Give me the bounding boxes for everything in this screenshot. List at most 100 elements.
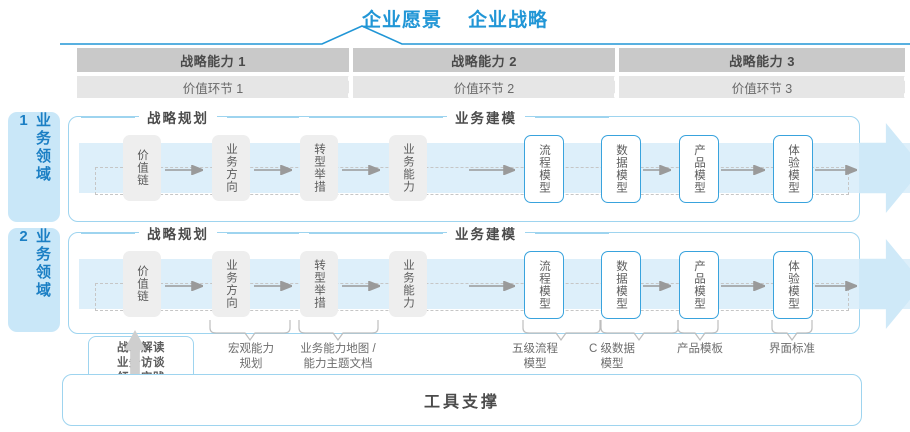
step-box-5-row1[interactable]: 流程模型 [524, 135, 564, 203]
step-box-8-label: 体验模型 [787, 260, 799, 310]
value-band-2-label: 价值环节 2 [453, 81, 515, 96]
note-7: 界面标准 [752, 342, 832, 357]
note-5-line-2: 模型 [600, 358, 624, 370]
group-frame-line-left [81, 117, 135, 119]
group-frame-line-right [227, 117, 299, 119]
step-box-5-label: 流程模型 [538, 144, 550, 194]
note-6: 产品模板 [660, 342, 740, 357]
step-box-4-row2[interactable]: 业务能力 [389, 251, 427, 317]
step-arrow-icon-1 [165, 165, 203, 175]
value-band-3-label: 价值环节 3 [731, 81, 793, 96]
capability-band-3: 战略能力 3 [619, 48, 905, 72]
step-box-8-row2[interactable]: 体验模型 [773, 251, 813, 319]
step-box-5-row2[interactable]: 流程模型 [524, 251, 564, 319]
process-row-1: 战略规划 业务建模价值链 业务方向 转型举措 业务能力 流程模型 数据模型 产品模型 体验模型 [68, 107, 910, 222]
vision-connector-line [60, 25, 910, 45]
note-2-line-1: 宏观能力 [228, 343, 274, 355]
title-vision: 企业愿景 [361, 10, 442, 31]
step-arrow-icon-6 [721, 165, 765, 175]
step-box-4-label: 业务能力 [402, 143, 414, 193]
step-box-1-row1[interactable]: 价值链 [123, 135, 161, 201]
step-arrow-icon-4 [469, 165, 515, 175]
value-band-3: 价值环节 3 [619, 76, 910, 98]
step-arrow-icon-4 [469, 281, 515, 291]
group-frame-line-right [227, 233, 299, 235]
sidebar-domain-2: 业务领域 2 [8, 228, 60, 332]
step-box-2-row2[interactable]: 业务方向 [212, 251, 250, 317]
step-arrow-icon-7 [815, 165, 857, 175]
flow-direction-arrow-icon [859, 123, 910, 213]
group-frame-line-left [309, 117, 443, 119]
value-band-chevron-icon [904, 76, 910, 98]
step-box-6-row1[interactable]: 数据模型 [601, 135, 641, 203]
note-5: C 级数据模型 [575, 342, 649, 372]
group-title-2: 业务建模 [447, 223, 525, 243]
step-arrow-icon-5 [643, 281, 671, 291]
note-2: 宏观能力规划 [213, 342, 289, 372]
tool-support-label: 工具支撑 [423, 394, 500, 411]
step-arrow-icon-3 [342, 165, 380, 175]
step-arrow-icon-1 [165, 281, 203, 291]
note-3-line-1: 业务能力地图 / [300, 343, 376, 355]
bracket-connectors [209, 320, 813, 342]
dashed-track [95, 283, 849, 311]
step-box-3-label: 转型举措 [313, 143, 325, 193]
group-frame-line-left [309, 233, 443, 235]
capability-band-1-label: 战略能力 1 [180, 53, 246, 69]
step-box-1-label: 价值链 [136, 265, 148, 303]
tool-support-bar: 工具支撑 [62, 374, 862, 426]
group-title-1: 战略规划 [139, 223, 217, 243]
step-box-3-row1[interactable]: 转型举措 [300, 135, 338, 201]
domain-1-label: 业务领域 1 [15, 112, 51, 184]
note-3: 业务能力地图 / 能力主题文档 [290, 342, 386, 372]
capability-band-2-label: 战略能力 2 [451, 53, 517, 69]
note-4-line-1: 五级流程 [512, 343, 558, 355]
process-row-2: 战略规划 业务建模价值链 业务方向 转型举措 业务能力 流程模型 数据模型 产品模型 体验模型 [68, 223, 910, 334]
domain-2-label: 业务领域 2 [15, 228, 51, 300]
step-box-7-row2[interactable]: 产品模型 [679, 251, 719, 319]
step-box-5-label: 流程模型 [538, 260, 550, 310]
group-title-1: 战略规划 [139, 107, 217, 127]
step-box-6-row2[interactable]: 数据模型 [601, 251, 641, 319]
step-box-6-label: 数据模型 [615, 260, 627, 310]
dashed-track [95, 167, 849, 195]
value-band-1-label: 价值环节 1 [182, 81, 244, 96]
step-arrow-icon-7 [815, 281, 857, 291]
step-box-4-label: 业务能力 [402, 259, 414, 309]
step-box-7-label: 产品模型 [693, 144, 705, 194]
value-band-2: 价值环节 2 [353, 76, 626, 98]
step-box-1-row2[interactable]: 价值链 [123, 251, 161, 317]
note-5-line-1: C 级数据 [589, 343, 635, 355]
step-arrow-icon-3 [342, 281, 380, 291]
capability-band-2: 战略能力 2 [353, 48, 615, 72]
group-title-2: 业务建模 [447, 107, 525, 127]
capability-band-1: 战略能力 1 [77, 48, 349, 72]
step-box-6-label: 数据模型 [615, 144, 627, 194]
note-6-line-1: 产品模板 [677, 343, 723, 355]
note-2-line-2: 规划 [239, 358, 263, 370]
step-box-2-label: 业务方向 [225, 259, 237, 309]
note-4-line-2: 模型 [523, 358, 547, 370]
sidebar-domain-1: 业务领域 1 [8, 112, 60, 222]
step-box-3-label: 转型举措 [313, 259, 325, 309]
step-arrow-icon-2 [254, 165, 292, 175]
step-box-1-label: 价值链 [136, 149, 148, 187]
title-strategy: 企业战略 [468, 10, 549, 31]
note-box-1-line-2: 业务访谈 [117, 357, 165, 369]
value-band-1: 价值环节 1 [77, 76, 360, 98]
diagram-title: 企业愿景 企业战略 [0, 5, 910, 32]
step-box-4-row1[interactable]: 业务能力 [389, 135, 427, 201]
flow-direction-arrow-icon [859, 239, 910, 329]
step-arrow-icon-2 [254, 281, 292, 291]
step-box-3-row2[interactable]: 转型举措 [300, 251, 338, 317]
step-box-8-label: 体验模型 [787, 144, 799, 194]
group-frame-line-right [535, 117, 609, 119]
step-box-2-label: 业务方向 [225, 143, 237, 193]
note-3-line-2: 能力主题文档 [303, 358, 373, 370]
step-box-8-row1[interactable]: 体验模型 [773, 135, 813, 203]
step-box-7-row1[interactable]: 产品模型 [679, 135, 719, 203]
note-7-line-1: 界面标准 [769, 343, 815, 355]
step-arrow-icon-6 [721, 281, 765, 291]
group-frame-line-right [535, 233, 609, 235]
step-box-2-row1[interactable]: 业务方向 [212, 135, 250, 201]
